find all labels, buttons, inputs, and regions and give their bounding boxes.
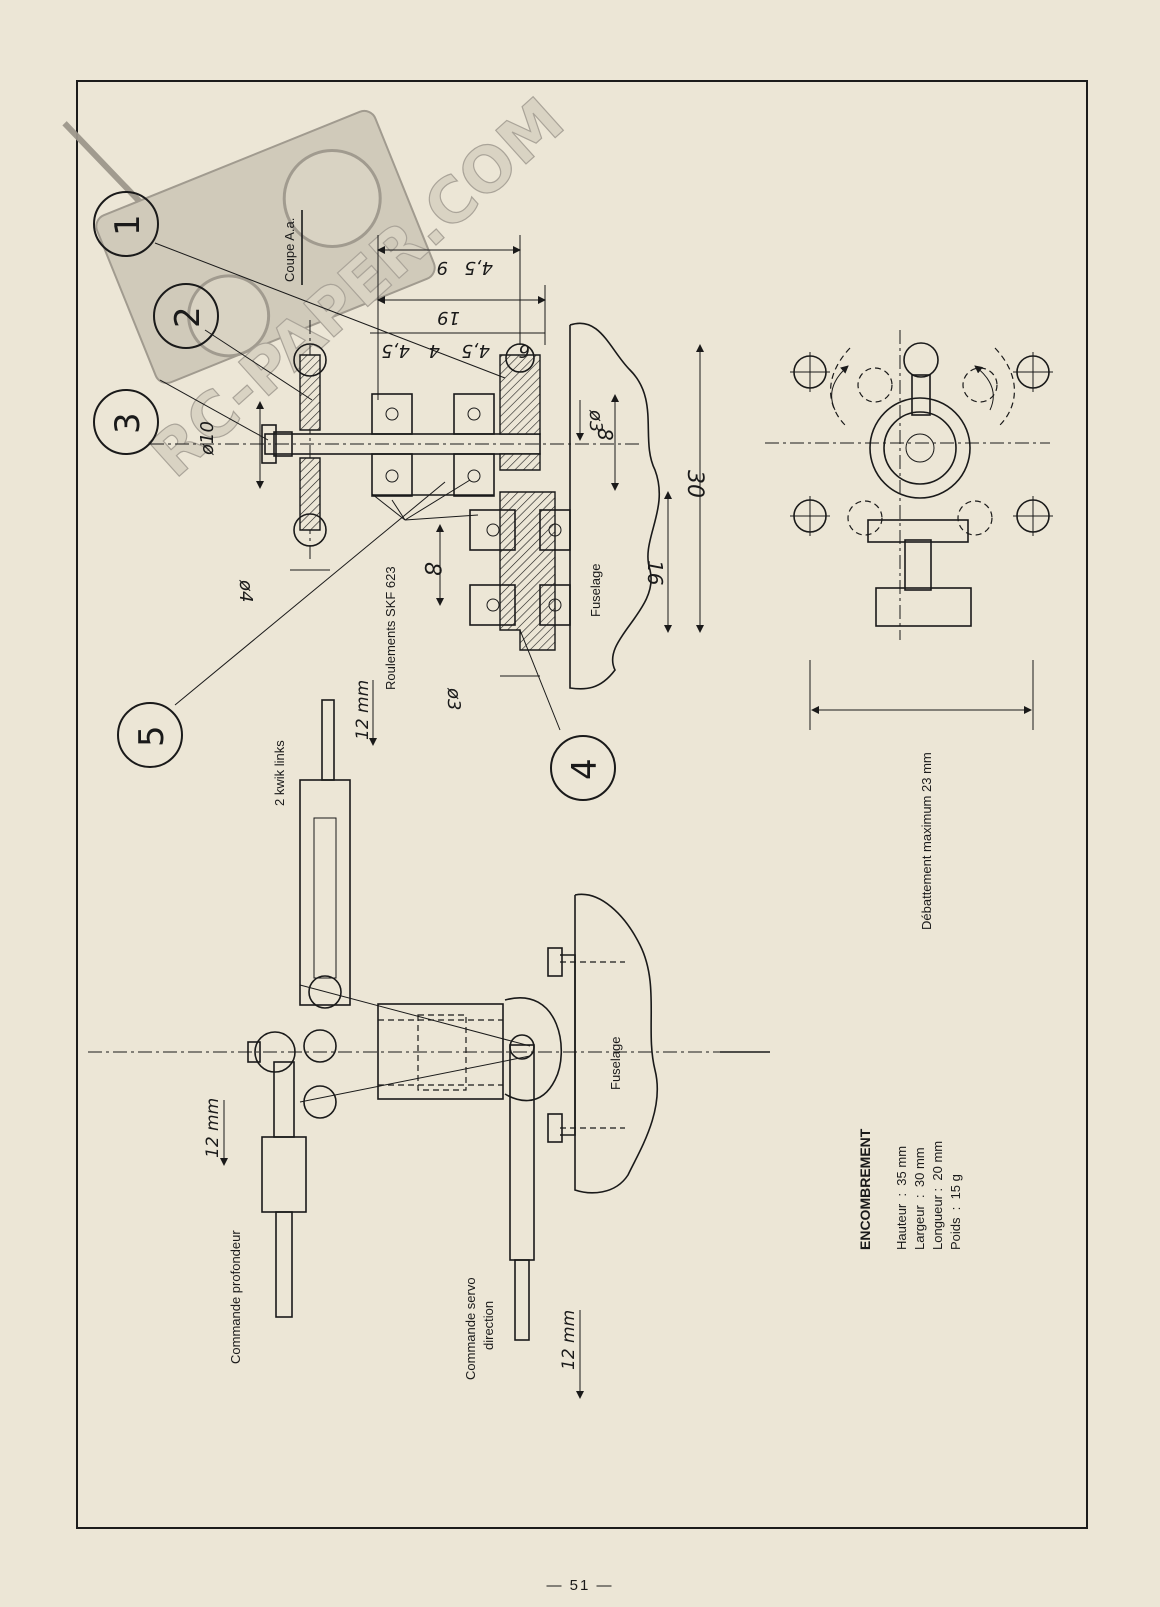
dim-12mm-a: 12 mm bbox=[353, 680, 373, 740]
section-view: 4,5 9 19 4,5 4 4,5 6 ø10 ø3 8 30 16 8 ø4… bbox=[150, 210, 707, 731]
svg-text:5: 5 bbox=[132, 725, 172, 747]
svg-text:1: 1 bbox=[108, 214, 148, 236]
svg-text:2: 2 bbox=[168, 306, 208, 328]
callout-2: 2 bbox=[153, 283, 219, 349]
fuselage-top-label: Fuselage bbox=[588, 564, 603, 617]
dim-19: 19 bbox=[437, 307, 460, 328]
section-label: Coupe A.a. bbox=[282, 218, 297, 282]
dim-4-5-b: 4,5 bbox=[461, 340, 490, 361]
svg-text:4: 4 bbox=[565, 758, 605, 780]
cmd-servo-label-1: Commande servo bbox=[463, 1277, 478, 1380]
kwik-links-label: 2 kwik links bbox=[272, 740, 287, 806]
encombrement-row-longueur: Longueur : 20 mm bbox=[930, 1141, 945, 1250]
dim-4-5-top: 4,5 bbox=[464, 257, 493, 278]
dim-12mm-c: 12 mm bbox=[559, 1310, 579, 1370]
svg-text:3: 3 bbox=[108, 412, 148, 434]
encombrement-row-hauteur: Hauteur : 35 mm bbox=[894, 1146, 909, 1250]
encombrement-title: ENCOMBREMENT bbox=[857, 1128, 873, 1250]
encombrement-block: ENCOMBREMENT Hauteur : 35 mm Largeur : 3… bbox=[857, 1128, 963, 1250]
dim-6: 6 bbox=[519, 340, 530, 361]
callout-1: 1 bbox=[93, 191, 159, 257]
cmd-profondeur-label: Commande profondeur bbox=[228, 1230, 243, 1364]
encombrement-row-largeur: Largeur : 30 mm bbox=[912, 1147, 927, 1250]
dim-phi3-top: ø3 bbox=[585, 409, 606, 432]
fuselage-bottom-label: Fuselage bbox=[608, 1037, 623, 1090]
debattement-label: Débattement maximum 23 mm bbox=[919, 752, 934, 930]
dim-8-top: 8 bbox=[593, 428, 617, 441]
dim-16: 16 bbox=[643, 560, 667, 585]
encombrement-row-poids: Poids : 15 g bbox=[948, 1174, 963, 1250]
plan-view: Débattement maximum 23 mm bbox=[765, 330, 1053, 930]
dim-12mm-b: 12 mm bbox=[203, 1098, 223, 1158]
callout-5: 5 bbox=[117, 702, 183, 768]
dim-4: 4 bbox=[429, 340, 440, 361]
page-number: — 51 — bbox=[546, 1577, 614, 1594]
dim-30: 30 bbox=[682, 470, 707, 498]
linkage-view: 2 kwik links 12 mm Commande profondeur 1… bbox=[88, 680, 770, 1399]
dim-8-mid: 8 bbox=[419, 562, 444, 576]
dim-phi10: ø10 bbox=[197, 421, 218, 456]
callout-4: 4 bbox=[550, 735, 616, 801]
bearings-label: Roulements SKF 623 bbox=[383, 566, 398, 690]
callout-3: 3 bbox=[93, 389, 159, 455]
dim-phi3-bottom: ø3 bbox=[443, 687, 464, 710]
dim-phi4: ø4 bbox=[235, 579, 256, 602]
drawing-frame bbox=[76, 80, 1088, 1529]
dim-4-5-a: 4,5 bbox=[381, 340, 410, 361]
dim-9: 9 bbox=[437, 257, 448, 278]
cmd-servo-label-2: direction bbox=[481, 1301, 496, 1350]
